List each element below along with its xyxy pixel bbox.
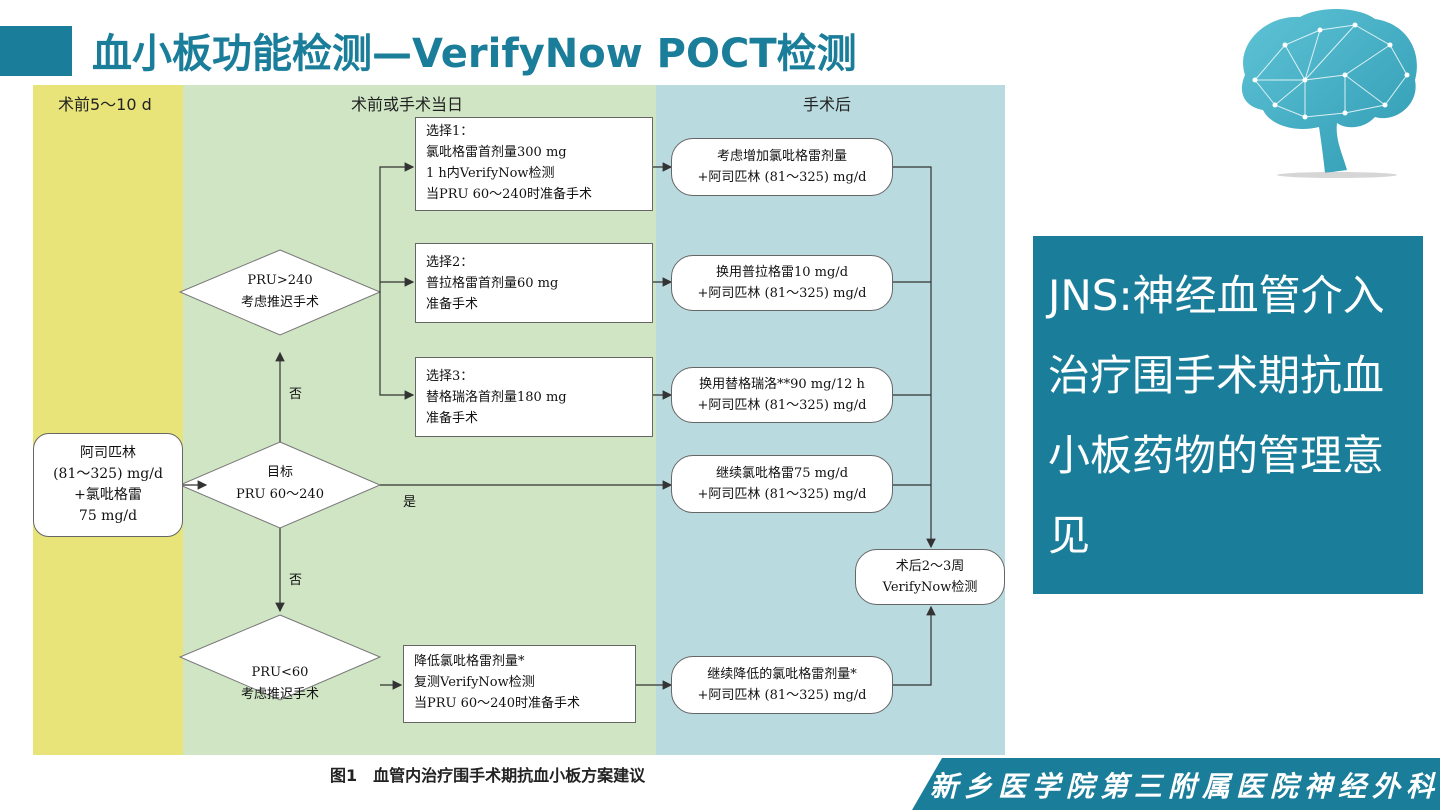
figure-caption: 图1 血管内治疗围手术期抗血小板方案建议	[330, 762, 645, 786]
diamond-pru-high	[178, 249, 382, 336]
side-panel: JNS:神经血管介入治疗围手术期抗血小板药物的管理意见	[1033, 236, 1423, 594]
post-box-3: 换用替格瑞洛**90 mg/12 h+阿司匹林 (81～325) mg/d	[671, 367, 893, 423]
yes-label: 是	[403, 495, 417, 510]
post-box-4: 继续氯吡格雷75 mg/d+阿司匹林 (81～325) mg/d	[671, 455, 893, 513]
footer-text: 新乡医学院第三附属医院神经外科	[930, 770, 1440, 803]
start-box: 阿司匹林 (81～325) mg/d +氯吡格雷 75 mg/d	[33, 433, 183, 537]
diamond-pru-low	[178, 614, 382, 701]
post-box-5: 继续降低的氯吡格雷剂量*+阿司匹林 (81～325) mg/d	[671, 656, 893, 714]
post-box-2: 换用普拉格雷10 mg/d+阿司匹林 (81～325) mg/d	[671, 255, 893, 311]
band-label-day: 术前或手术当日	[351, 95, 464, 114]
title-accent-bar	[0, 26, 72, 76]
post-box-1: 考虑增加氯吡格雷剂量+阿司匹林 (81～325) mg/d	[671, 138, 893, 196]
slide-title: 血小板功能检测—VerifyNow POCT检测	[92, 31, 857, 77]
no-label-down: 否	[289, 573, 303, 588]
band-label-post: 手术后	[803, 95, 852, 114]
band-pre-surgery	[33, 85, 183, 755]
no-label-up: 否	[289, 387, 303, 402]
caption-text: 血管内治疗围手术期抗血小板方案建议	[373, 766, 646, 785]
caption-number: 图1	[330, 766, 358, 785]
flowchart: 术前5～10 d 术前或手术当日 手术后 阿司匹林 (81～325) mg/d …	[33, 85, 1005, 755]
footer-bar	[912, 758, 1440, 810]
brain-logo-icon	[1241, 8, 1417, 178]
low-dose-box: 降低氯吡格雷剂量*复测VerifyNow检测当PRU 60～240时准备手术	[403, 645, 636, 723]
band-label-pre: 术前5～10 d	[58, 95, 152, 114]
